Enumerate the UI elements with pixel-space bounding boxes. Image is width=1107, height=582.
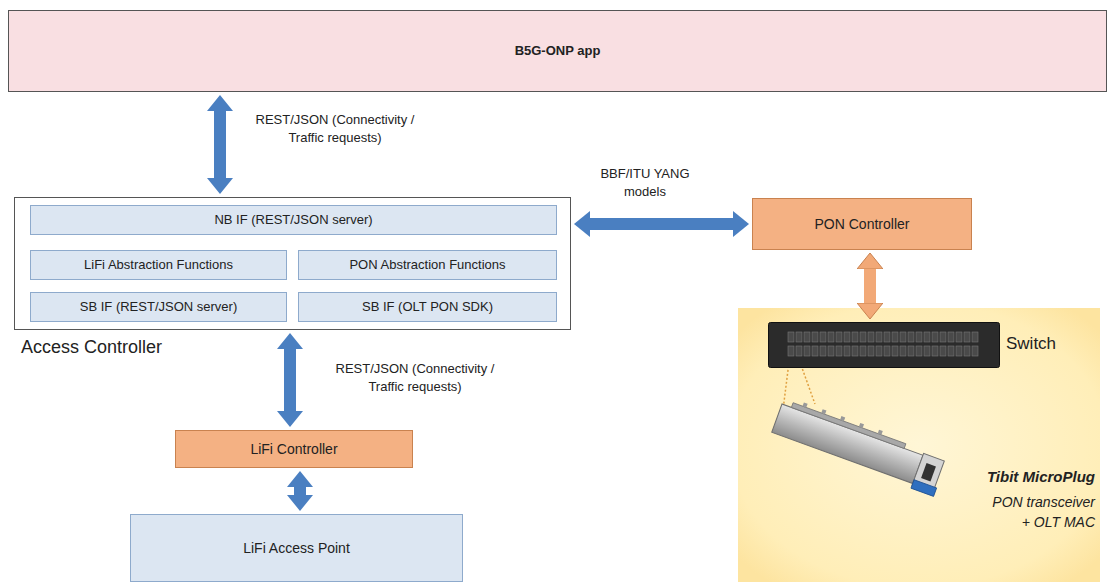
switch-port <box>852 332 858 342</box>
transceiver-illustration <box>770 396 949 497</box>
switch-port <box>884 346 890 356</box>
node-text: SB IF (REST/JSON server) <box>80 299 237 315</box>
switch-chassis <box>769 323 1000 368</box>
switch-port <box>948 346 954 356</box>
switch-port <box>932 346 938 356</box>
switch-port <box>908 332 914 342</box>
node-text: PON Abstraction Functions <box>349 257 505 273</box>
switch-port <box>796 346 802 356</box>
app-band: B5G-ONP app <box>8 10 1107 92</box>
double-arrow <box>864 269 876 303</box>
switch-port <box>956 346 962 356</box>
node-heading: Access Controller <box>21 337 162 359</box>
switch-port <box>972 346 978 356</box>
switch-port <box>812 346 818 356</box>
switch-port <box>916 332 922 342</box>
switch-port <box>876 332 882 342</box>
connector-label: REST/JSON (Connectivity / Traffic reques… <box>324 359 506 396</box>
connector-label: BBF/ITU YANG models <box>580 164 710 201</box>
switch-port <box>972 332 978 342</box>
switch-port <box>844 332 850 342</box>
switch-port <box>916 346 922 356</box>
controller-box: PON Controller <box>752 198 972 250</box>
interface-box: SB IF (OLT PON SDK) <box>298 292 557 322</box>
interface-box: SB IF (REST/JSON server) <box>30 292 287 322</box>
switch-port <box>900 332 906 342</box>
product-caption: Tibit MicroPlug <box>987 468 1095 485</box>
double-arrow <box>294 487 306 495</box>
switch-port <box>796 332 802 342</box>
double-arrow <box>214 111 226 178</box>
function-box: PON Abstraction Functions <box>298 250 557 280</box>
controller-frame: Access ControllerNB IF (REST/JSON server… <box>14 197 571 330</box>
switch-port <box>860 346 866 356</box>
switch-port <box>788 332 794 342</box>
switch-port <box>940 332 946 342</box>
switch-port <box>788 346 794 356</box>
switch-port <box>956 332 962 342</box>
switch-illustration <box>768 322 1000 368</box>
switch-port <box>804 346 810 356</box>
heatsink-fin <box>821 409 826 414</box>
double-arrow <box>590 218 733 230</box>
switch-port <box>876 346 882 356</box>
switch-port <box>948 332 954 342</box>
heatsink-fin <box>803 402 808 407</box>
interface-box: NB IF (REST/JSON server) <box>30 205 557 235</box>
switch-port <box>836 346 842 356</box>
switch-port <box>804 332 810 342</box>
connector-label: REST/JSON (Connectivity / Traffic reques… <box>244 110 426 147</box>
product-panel <box>738 308 1100 582</box>
switch-port <box>820 332 826 342</box>
switch-port <box>924 332 930 342</box>
latch <box>911 480 937 497</box>
switch-port <box>868 346 874 356</box>
switch-port <box>964 346 970 356</box>
product-caption: + OLT MAC <box>1022 514 1095 530</box>
node-text: B5G-ONP app <box>515 43 601 59</box>
switch-port <box>812 332 818 342</box>
node-text: SB IF (OLT PON SDK) <box>362 299 493 315</box>
node-text: LiFi Access Point <box>243 540 350 557</box>
switch-port <box>836 332 842 342</box>
switch-port <box>860 332 866 342</box>
switch-port <box>828 332 834 342</box>
switch-port <box>900 346 906 356</box>
switch-port <box>868 332 874 342</box>
access-point-box: LiFi Access Point <box>130 514 463 582</box>
switch-port <box>892 346 898 356</box>
switch-port <box>884 332 890 342</box>
node-text: LiFi Abstraction Functions <box>84 257 233 273</box>
fiber-port <box>921 463 936 481</box>
switch-port <box>940 346 946 356</box>
node-text: LiFi Controller <box>250 441 337 458</box>
switch-port <box>844 346 850 356</box>
product-caption: PON transceiver <box>992 494 1095 510</box>
heatsink-fin <box>859 423 864 428</box>
double-arrow <box>284 349 296 411</box>
node-text: PON Controller <box>815 216 910 233</box>
function-box: LiFi Abstraction Functions <box>30 250 287 280</box>
controller-box: LiFi Controller <box>175 430 413 468</box>
heatsink-fin <box>878 430 883 435</box>
heatsink <box>791 403 905 449</box>
node-heading: Switch <box>1006 334 1056 354</box>
switch-device: Switch <box>768 322 1000 368</box>
switch-port <box>908 346 914 356</box>
switch-port <box>892 332 898 342</box>
switch-port <box>852 346 858 356</box>
switch-port <box>932 332 938 342</box>
switch-port <box>828 346 834 356</box>
switch-port <box>964 332 970 342</box>
heatsink-fin <box>840 416 845 421</box>
node-text: NB IF (REST/JSON server) <box>214 212 372 228</box>
switch-port <box>820 346 826 356</box>
switch-port <box>924 346 930 356</box>
